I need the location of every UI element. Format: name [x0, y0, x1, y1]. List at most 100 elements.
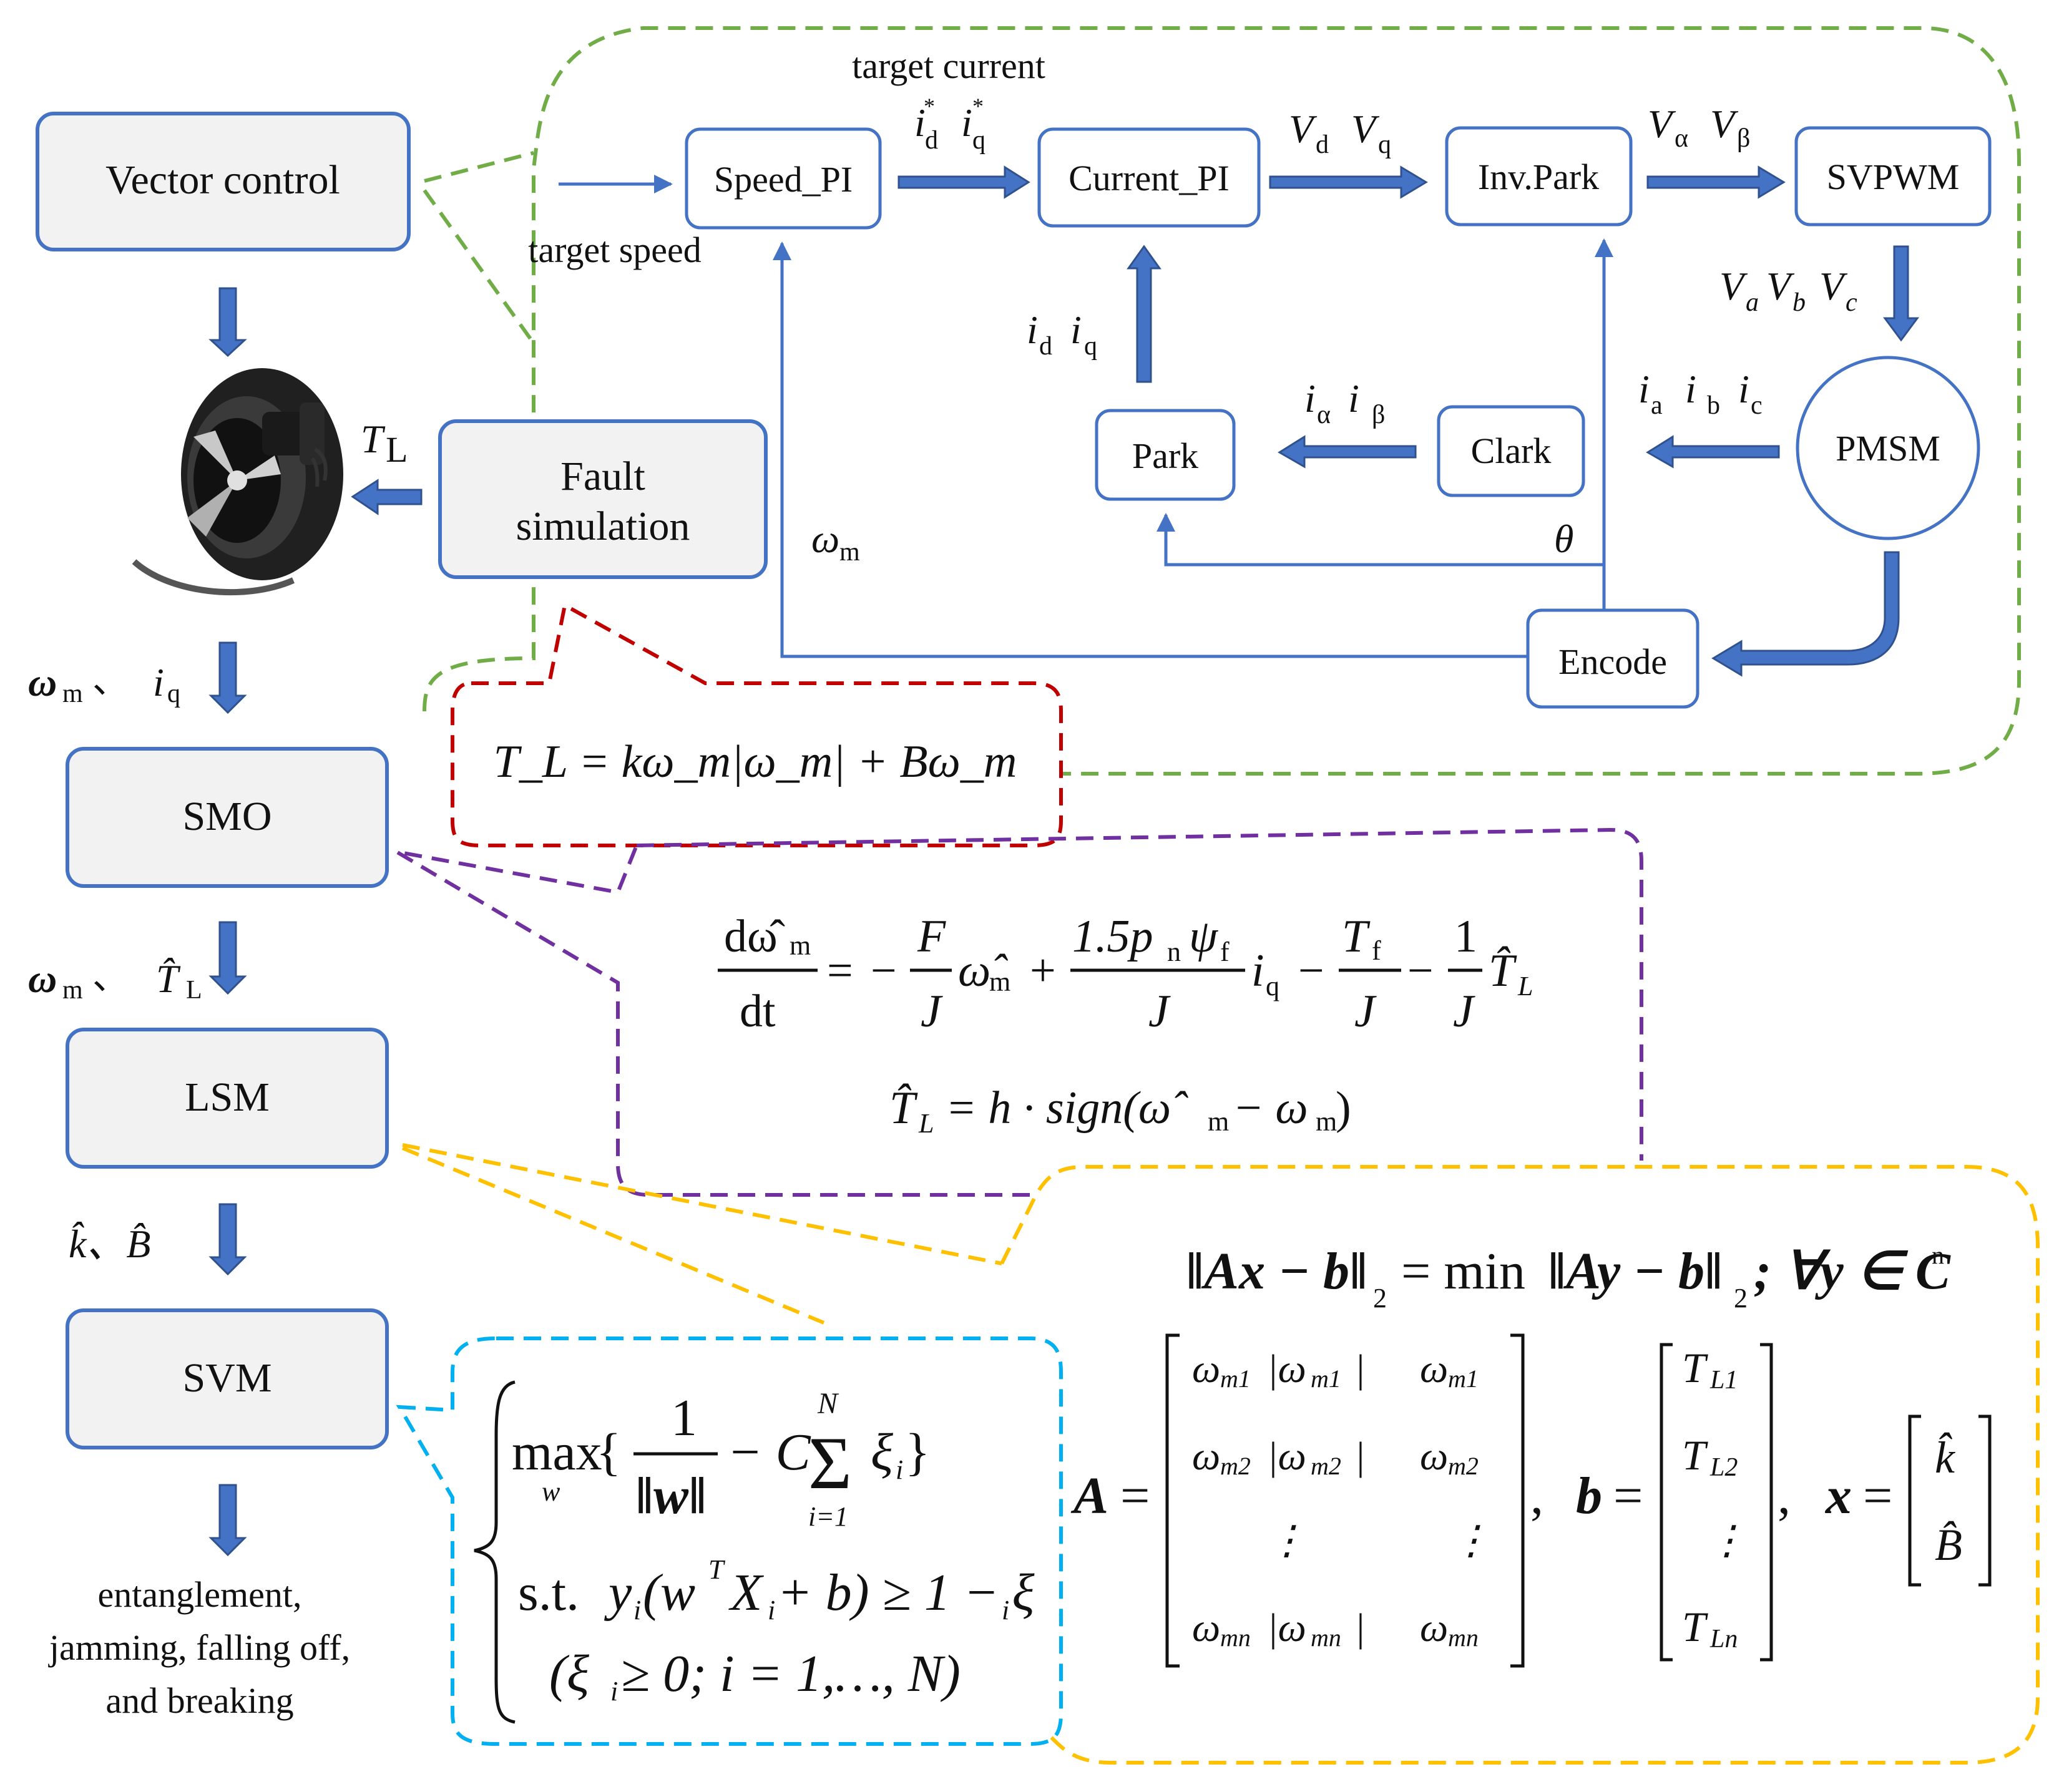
svg-text:=: =: [1863, 1467, 1892, 1525]
svg-text:(ξ: (ξ: [549, 1645, 589, 1703]
svg-text:−: −: [1298, 945, 1324, 996]
svg-text:ω: ω: [811, 517, 839, 561]
park-label: Park: [1132, 436, 1198, 476]
svg-text:i=1: i=1: [808, 1501, 848, 1532]
svg-text:i: i: [1304, 376, 1316, 421]
svg-text:i: i: [1348, 376, 1359, 421]
svg-text:T̂: T̂: [156, 957, 181, 1001]
smo-label: SMO: [182, 794, 271, 839]
pmsm-label: PMSM: [1836, 428, 1940, 469]
load-model-equation: T_L = kω_m|ω_m| + Bω_m: [494, 736, 1017, 787]
smo-callout-outline: [395, 827, 1643, 1197]
svg-text:F: F: [917, 911, 946, 962]
svg-text:s.t.: s.t.: [518, 1564, 579, 1622]
vd-vq-label: V d V q: [1289, 107, 1391, 159]
svg-text:m: m: [790, 930, 811, 961]
smo-input-label: ω m 、 i q: [28, 660, 180, 708]
thick-signal-arrows: [897, 165, 1919, 677]
svg-text:c: c: [1751, 391, 1763, 420]
matrix-a-cell: ω: [1192, 1605, 1220, 1650]
iabc-label: i a i b i c: [1638, 367, 1763, 420]
svg-text:‖Ax − b‖: ‖Ax − b‖: [1186, 1242, 1367, 1300]
svg-text:i: i: [1027, 308, 1038, 352]
matrix-a-cell: |: [1354, 1605, 1366, 1650]
svg-text:q: q: [1084, 332, 1097, 361]
svg-text:2: 2: [1734, 1283, 1748, 1313]
lsm-objective-equation: ‖Ax − b‖ 2 = min ‖Ay − b‖ 2 ; ∀y ∈ C n: [1186, 1241, 1951, 1313]
fault-simulation-label-line2: simulation: [516, 504, 690, 549]
svg-text:− C: − C: [727, 1423, 811, 1481]
svg-text:q: q: [1266, 971, 1279, 1001]
matrix-a-cell: |ω: [1267, 1346, 1306, 1391]
svg-text:n: n: [1167, 937, 1181, 967]
svg-text:b: b: [1792, 288, 1806, 317]
svg-text:V: V: [1351, 107, 1380, 151]
svg-text:w: w: [542, 1476, 560, 1507]
svg-text:i: i: [1251, 945, 1264, 996]
outcome-line3: and breaking: [105, 1680, 293, 1721]
svg-text:β: β: [1372, 401, 1385, 429]
svg-text:−: −: [1407, 945, 1434, 996]
svg-text:ξ: ξ: [871, 1423, 893, 1481]
omega-m-label: ω m: [811, 517, 860, 567]
svg-text:J: J: [1354, 986, 1377, 1037]
matrix-a-cell: m1: [1448, 1365, 1479, 1393]
svg-text:+: +: [1030, 945, 1056, 996]
svg-text:n: n: [1932, 1241, 1944, 1269]
svg-text:b: b: [1707, 391, 1720, 420]
lsm-label: LSM: [185, 1074, 270, 1120]
speed-pi-block: [685, 127, 882, 230]
smo-block: [66, 747, 389, 888]
vector-b-cell: Ln: [1709, 1625, 1738, 1653]
svg-text:i: i: [633, 1595, 641, 1625]
id-iq-star-label: i * d i * q: [914, 94, 985, 155]
svg-text:‖w‖: ‖w‖: [635, 1467, 707, 1525]
svg-text:i: i: [1638, 367, 1650, 411]
svg-text:J: J: [921, 986, 943, 1037]
inv-park-label: Inv.Park: [1478, 157, 1599, 197]
vector-b-cell: ⋮: [1707, 1518, 1747, 1562]
matrix-a-cell: m2: [1311, 1452, 1341, 1480]
svg-text:): ): [1336, 1083, 1351, 1134]
vector-control-block: [36, 112, 411, 251]
svg-text:q: q: [972, 126, 985, 155]
svg-text:α: α: [1317, 401, 1331, 429]
svg-text:x: x: [1824, 1467, 1852, 1525]
svg-text:J: J: [1453, 986, 1475, 1037]
svg-text:V: V: [1648, 102, 1676, 146]
svg-text:{: {: [596, 1423, 621, 1481]
svg-text:= h · sign(ω̂: = h · sign(ω̂: [946, 1083, 1188, 1134]
svg-text:V: V: [1719, 264, 1748, 308]
svg-text:d: d: [1316, 130, 1329, 159]
svg-text:}: }: [905, 1423, 930, 1481]
park-block: [1095, 409, 1236, 501]
svg-text:β: β: [1737, 124, 1750, 153]
svg-text:T̂: T̂: [889, 1083, 918, 1134]
lsm-comma-1: ,: [1530, 1467, 1543, 1525]
svg-text:ω: ω: [28, 957, 57, 1001]
svg-text:f: f: [1372, 935, 1381, 966]
fault-simulation-block: [438, 419, 768, 579]
svg-text:=: =: [1120, 1467, 1150, 1525]
ialpha-ibeta-label: i α i β: [1304, 376, 1385, 429]
smo-sign-equation: T̂ L = h · sign(ω̂ m − ω m ): [889, 1083, 1351, 1139]
svg-text:m: m: [62, 976, 83, 1005]
matrix-a-cell: m2: [1220, 1452, 1251, 1480]
svg-text:X: X: [728, 1564, 765, 1622]
vector-b-cell: T: [1682, 1603, 1708, 1650]
svg-text:2: 2: [1373, 1283, 1387, 1313]
lsm-input-label: ω m 、 T̂ L: [28, 957, 202, 1005]
svg-text:i: i: [1002, 1595, 1009, 1625]
svm-label: SVM: [182, 1355, 271, 1401]
svm-bounds: (ξ i ≥ 0; i = 1,…, N): [549, 1645, 961, 1707]
pmsm-block: [1796, 356, 1980, 540]
matrix-a-cell: m1: [1311, 1365, 1341, 1393]
vabc-label: V a V b V c: [1719, 264, 1857, 317]
svg-text:T: T: [708, 1554, 726, 1585]
svg-text:i: i: [961, 100, 972, 145]
svg-text:m: m: [989, 967, 1010, 997]
svg-text:V: V: [1766, 264, 1795, 308]
vector-b-cell: L1: [1709, 1366, 1738, 1395]
svg-text:α: α: [1675, 124, 1688, 153]
